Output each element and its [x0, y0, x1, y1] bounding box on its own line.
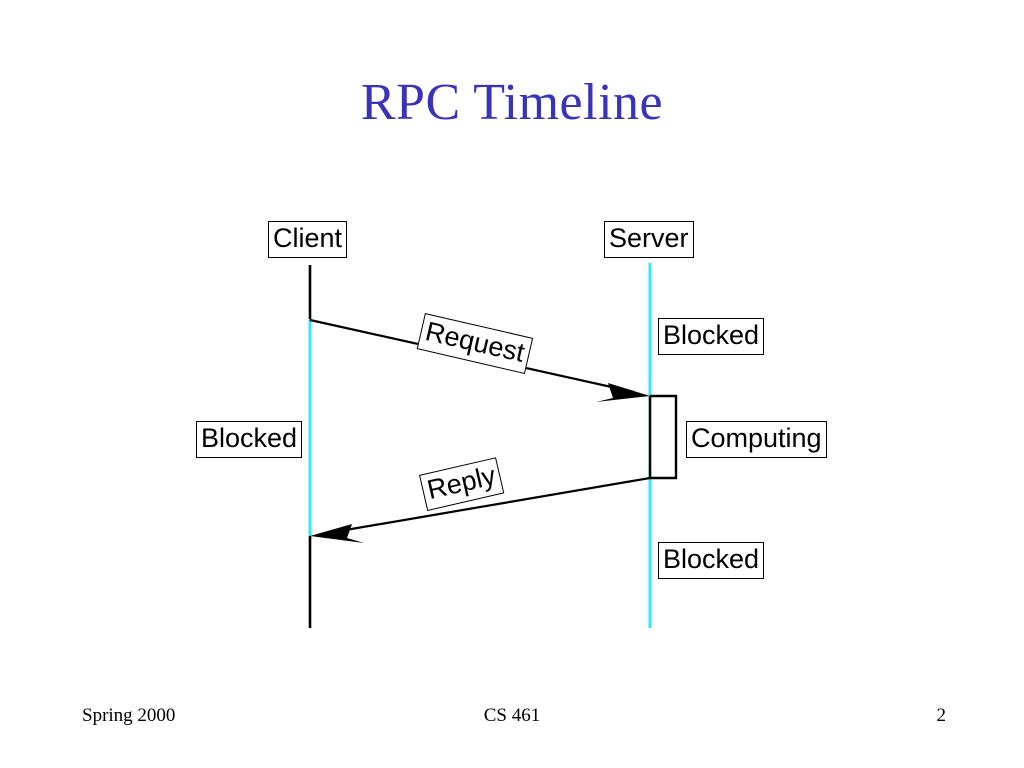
- diagram-canvas: [308, 263, 678, 628]
- state-label-blocked-server-2: Blocked: [658, 542, 765, 579]
- request-arrowhead: [596, 383, 650, 402]
- state-label-computing: Computing: [686, 421, 827, 458]
- rpc-timeline-diagram: Client Server Blocked Blocked Computing …: [196, 221, 827, 628]
- footer-course: CS 461: [483, 705, 541, 726]
- lifeline-header-client: Client: [268, 221, 348, 258]
- reply-arrowhead: [310, 524, 364, 543]
- server-computing-bracket: [650, 394, 678, 480]
- footer-term: Spring 2000: [82, 705, 176, 726]
- state-label-blocked-client: Blocked: [196, 421, 303, 458]
- page-title: RPC Timeline: [360, 74, 664, 131]
- lifeline-header-server: Server: [604, 221, 694, 258]
- footer-page-number: 2: [936, 705, 947, 726]
- slide-footer: Spring 2000 CS 461 2: [0, 700, 1024, 740]
- reply-arrow-shaft: [327, 476, 651, 535]
- state-label-blocked-server-1: Blocked: [658, 318, 765, 355]
